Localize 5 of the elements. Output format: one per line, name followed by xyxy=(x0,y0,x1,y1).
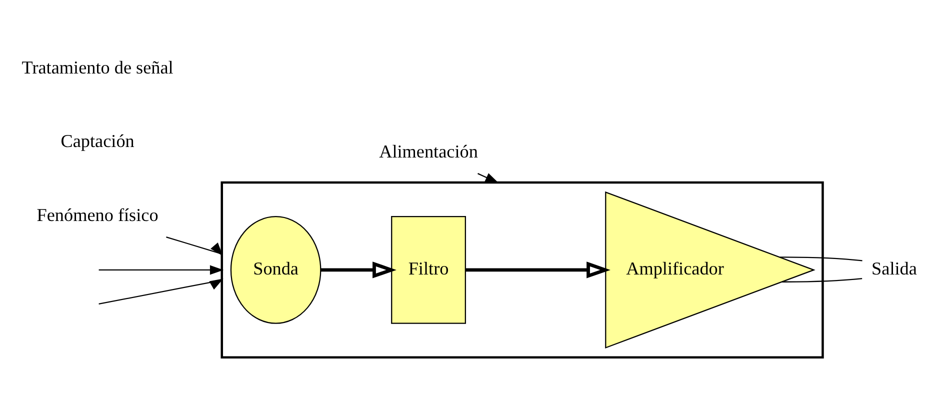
node-text: Salida xyxy=(872,258,917,278)
node-text: Alimentación xyxy=(379,141,478,162)
label: Tratamiento de señal xyxy=(22,57,174,78)
node-text: Fenómeno físico xyxy=(36,204,158,225)
label: Captación xyxy=(60,131,134,152)
